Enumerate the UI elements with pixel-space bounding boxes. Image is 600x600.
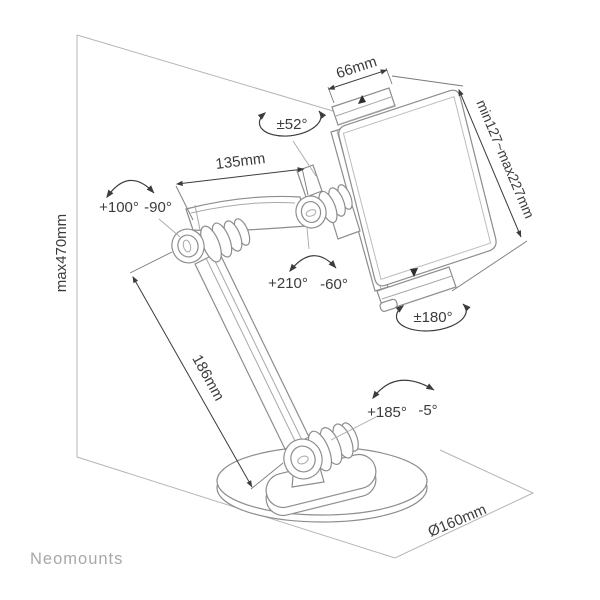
label-wrist-down: -60° [320,276,348,293]
label-upper-arm-length: 135mm [215,150,267,173]
upper-arm [185,195,308,232]
base-joint-slot [297,455,309,465]
label-shoulder-down: -90° [144,199,172,216]
arc-wrist [289,255,337,273]
label-holder-tilt: ±52° [277,116,308,133]
wall-top-line [76,34,334,112]
wrist-joint [295,184,361,240]
brand-logo-text: Neomounts [30,550,123,568]
tablet-holder [296,87,497,312]
label-max-height: max470mm [53,214,70,292]
tablet-bezel [342,96,492,280]
top-clamp-lip [335,96,392,117]
upper-arm-endcap [194,204,201,231]
leader-base-tilt [330,415,379,441]
label-wrist-up: +210° [268,275,308,292]
leader-shoulder [158,218,181,238]
elbow-knob-inner [177,234,199,258]
label-base-tilt-down: -5° [418,402,437,419]
label-clamp-width: 66mm [334,53,379,82]
dimline-range [458,88,522,238]
ext-186-top [129,251,173,274]
leader-holder-tilt [292,140,317,177]
dimline-66 [327,69,388,90]
leader-wrist [306,227,310,250]
arc-holder-tilt [257,110,327,137]
ext-66-left [327,86,335,104]
upper-arm-tube [185,195,308,232]
dimline-135 [175,167,305,186]
top-clamp-flange [339,104,397,125]
ext-range-bottom [451,240,528,292]
dimline-186 [132,276,253,488]
label-holder-rotation: ±180° [413,309,452,326]
label-base-tilt-up: +185° [367,404,407,421]
base-joint-knob-inner [290,445,316,473]
wrist-knob-inner [300,200,322,224]
tablet-body [338,89,497,287]
ext-range-top [391,75,464,87]
angle-annotations: ±52° +100° -90° +210° -60° ±180° +185° -… [99,110,471,441]
top-clamp-arrow-mark [358,95,366,104]
base-joint [283,422,359,488]
elbow-slot [182,239,192,253]
arc-base-tilt [372,379,435,400]
label-lower-arm-length: 186mm [188,352,227,404]
bottom-clamp-tab [379,298,398,312]
bottom-clamp-arrow-mark [410,268,418,277]
ext-186-bottom [250,462,284,490]
wrist-slot [305,209,317,217]
bottom-clamp-lip [381,275,453,300]
ext-135-left [175,185,194,221]
arc-shoulder [106,179,155,199]
arc-holder-rotation [395,303,471,332]
label-shoulder-up: +100° [99,199,139,216]
upper-arm-arch [190,201,296,214]
elbow-joint [171,218,251,264]
label-base-diameter: Ø160mm [426,501,489,541]
